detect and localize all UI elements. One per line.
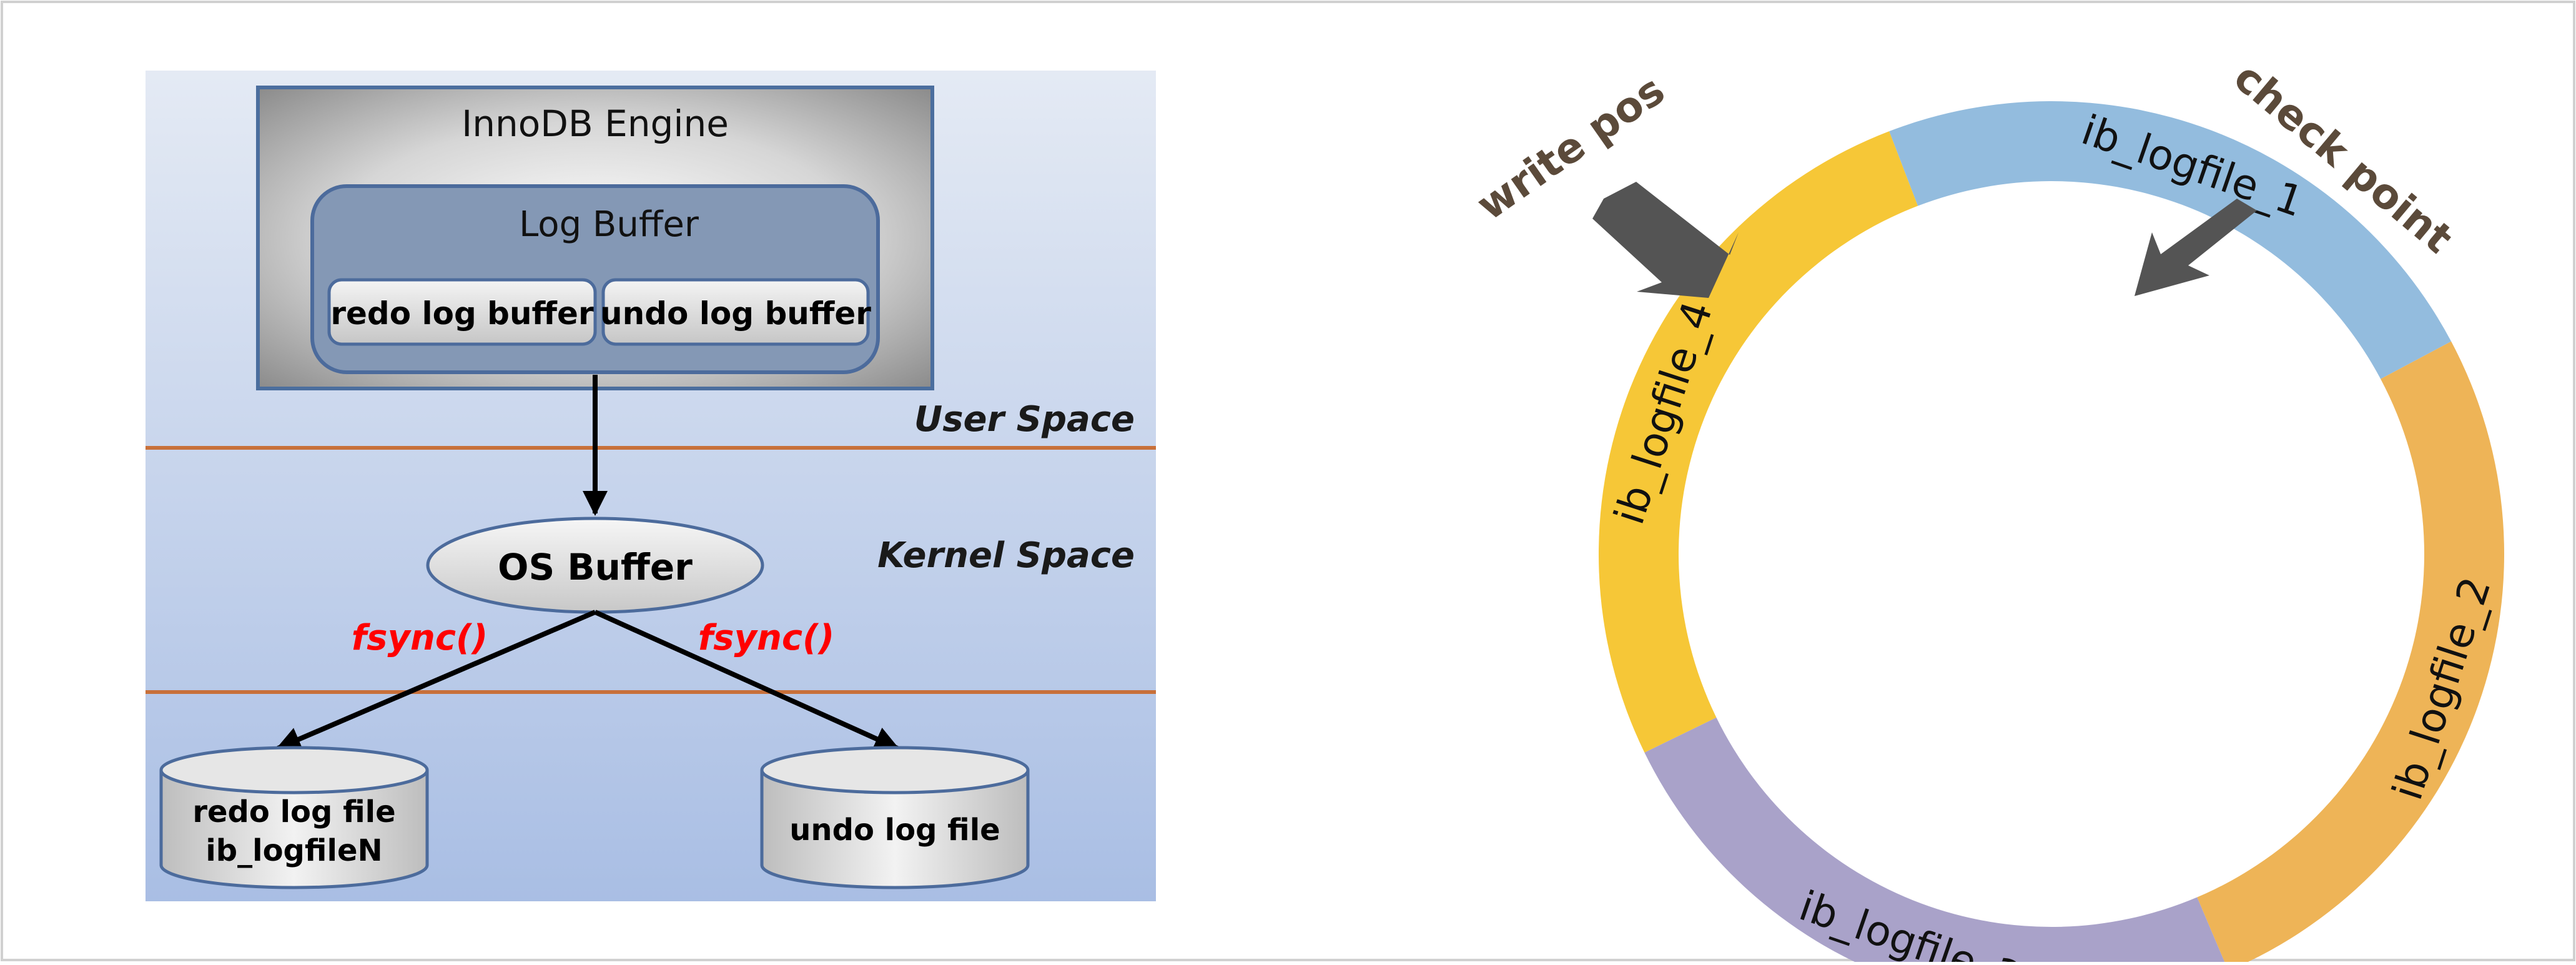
os-buffer-label: OS Buffer (498, 546, 693, 588)
redo-log-file-name: ib_logfileN (205, 833, 382, 868)
ring-segment-4 (1598, 131, 1918, 753)
undo-log-file-label: undo log file (789, 813, 1000, 848)
fsync-arrow-redo (275, 610, 596, 751)
redo-log-buffer-label: redo log buffer (330, 295, 594, 332)
engine-title: InnoDB Engine (461, 102, 729, 145)
undo-log-buffer-label: undo log buffer (600, 295, 871, 332)
write-pos-arrow-icon (1592, 182, 1739, 298)
check-point-arrow-icon (2134, 199, 2257, 296)
ring-segment-2 (2197, 341, 2505, 965)
undo-log-file-cylinder: undo log file (760, 746, 1030, 889)
log-ring: ib_logfile_1ib_logfile_2ib_logfile_3ib_l… (1598, 101, 2505, 965)
redo-log-file-label: redo log file (192, 794, 395, 829)
fsync-left-label: fsync() (352, 618, 488, 658)
ring-segment-3 (1644, 717, 2226, 965)
kernel-space-label: Kernel Space (877, 535, 1135, 576)
ring-segment-1 (1889, 101, 2452, 379)
fsync-right-label: fsync() (698, 618, 834, 658)
redo-log-buffer-box (327, 278, 597, 346)
user-space-label: User Space (914, 399, 1135, 440)
fsync-arrow-undo (594, 610, 900, 751)
redo-log-file-cylinder: redo log file ib_logfileN (159, 746, 429, 889)
left-diagram: InnoDB Engine Log Buffer redo log buffer… (146, 71, 1156, 901)
undo-log-buffer-box (601, 278, 870, 346)
log-buffer-title: Log Buffer (519, 204, 699, 245)
